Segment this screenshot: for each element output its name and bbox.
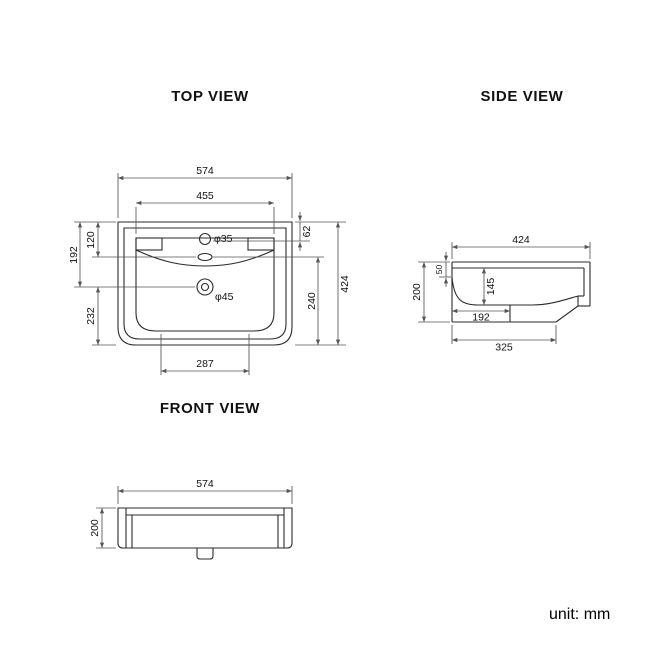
- dim-side-bowl-depth: 145: [481, 268, 497, 305]
- dim-label-192-side: 192: [472, 312, 490, 324]
- overflow-slot: [197, 252, 213, 262]
- basin-front-outline: [117, 507, 293, 560]
- drain-hole-outer: [196, 278, 214, 296]
- dim-top-basin-depth: 240: [213, 256, 324, 345]
- dim-front-height: 200: [89, 507, 116, 549]
- side-view-title: SIDE VIEW: [480, 88, 564, 105]
- dim-top-faucet-offset: 62: [213, 212, 313, 251]
- dim-label-240: 240: [306, 292, 318, 310]
- front-drain-stub: [196, 548, 214, 560]
- dim-label-424-top: 424: [339, 275, 351, 293]
- faucet-hole-label: φ35: [214, 233, 233, 245]
- dim-top-bottom-width: 287: [160, 334, 250, 375]
- dim-label-62: 62: [301, 226, 313, 238]
- dim-top-overflow-offset: 120: [85, 222, 101, 257]
- dim-label-574-top: 574: [196, 165, 214, 177]
- dim-label-200-side: 200: [411, 283, 423, 301]
- dim-label-325: 325: [495, 342, 513, 354]
- unit-note: unit: mm: [549, 606, 611, 623]
- dim-label-424-side: 424: [512, 234, 530, 246]
- dim-side-base-depth: 325: [451, 325, 557, 354]
- basin-top-outline: φ35 φ45: [117, 221, 293, 346]
- front-view-title: FRONT VIEW: [159, 400, 261, 417]
- basin-back-contour: [135, 249, 275, 267]
- basin-outer-edge: [117, 221, 293, 346]
- dim-label-574-front: 574: [196, 478, 214, 490]
- dim-side-height: 200: [411, 261, 450, 323]
- side-underside-slope: [555, 305, 579, 323]
- side-view-drawing: 424 50 200 145 192: [411, 234, 591, 354]
- dim-label-200-front: 200: [89, 519, 101, 537]
- dim-top-outer-width: 574: [117, 165, 293, 218]
- dim-label-455: 455: [196, 190, 214, 202]
- dim-side-drain-offset: 192: [452, 308, 510, 324]
- front-view-drawing: 574 200: [89, 478, 293, 560]
- drain-hole-inner: [200, 282, 210, 292]
- dim-label-50: 50: [434, 265, 444, 275]
- rim-corner-right: [247, 237, 275, 251]
- dim-top-overall-depth: 424: [295, 221, 351, 346]
- dim-label-232: 232: [85, 307, 97, 325]
- dim-label-287: 287: [196, 358, 214, 370]
- dim-label-145: 145: [485, 278, 497, 296]
- dim-side-depth: 424: [451, 234, 591, 259]
- dim-side-rim-height: 50: [434, 252, 451, 287]
- dim-front-width: 574: [117, 478, 293, 504]
- dim-top-front-offset: 232: [85, 287, 101, 345]
- front-outer-edge: [117, 507, 293, 549]
- drain-hole-label: φ45: [215, 291, 234, 303]
- faucet-hole: [198, 232, 212, 246]
- top-view-drawing: φ35 φ45 574 455 62: [68, 165, 351, 375]
- dim-top-drain-offset: 192: [68, 222, 83, 287]
- basin-inner-rim: [123, 227, 287, 340]
- side-bowl-contour: [451, 276, 579, 306]
- dim-label-120: 120: [85, 231, 97, 249]
- top-view-title: TOP VIEW: [171, 88, 249, 105]
- dim-label-192-top: 192: [68, 246, 80, 264]
- dim-top-inner-width: 455: [135, 190, 275, 234]
- rim-corner-left: [135, 237, 163, 251]
- basin-bowl-outline: [135, 238, 275, 332]
